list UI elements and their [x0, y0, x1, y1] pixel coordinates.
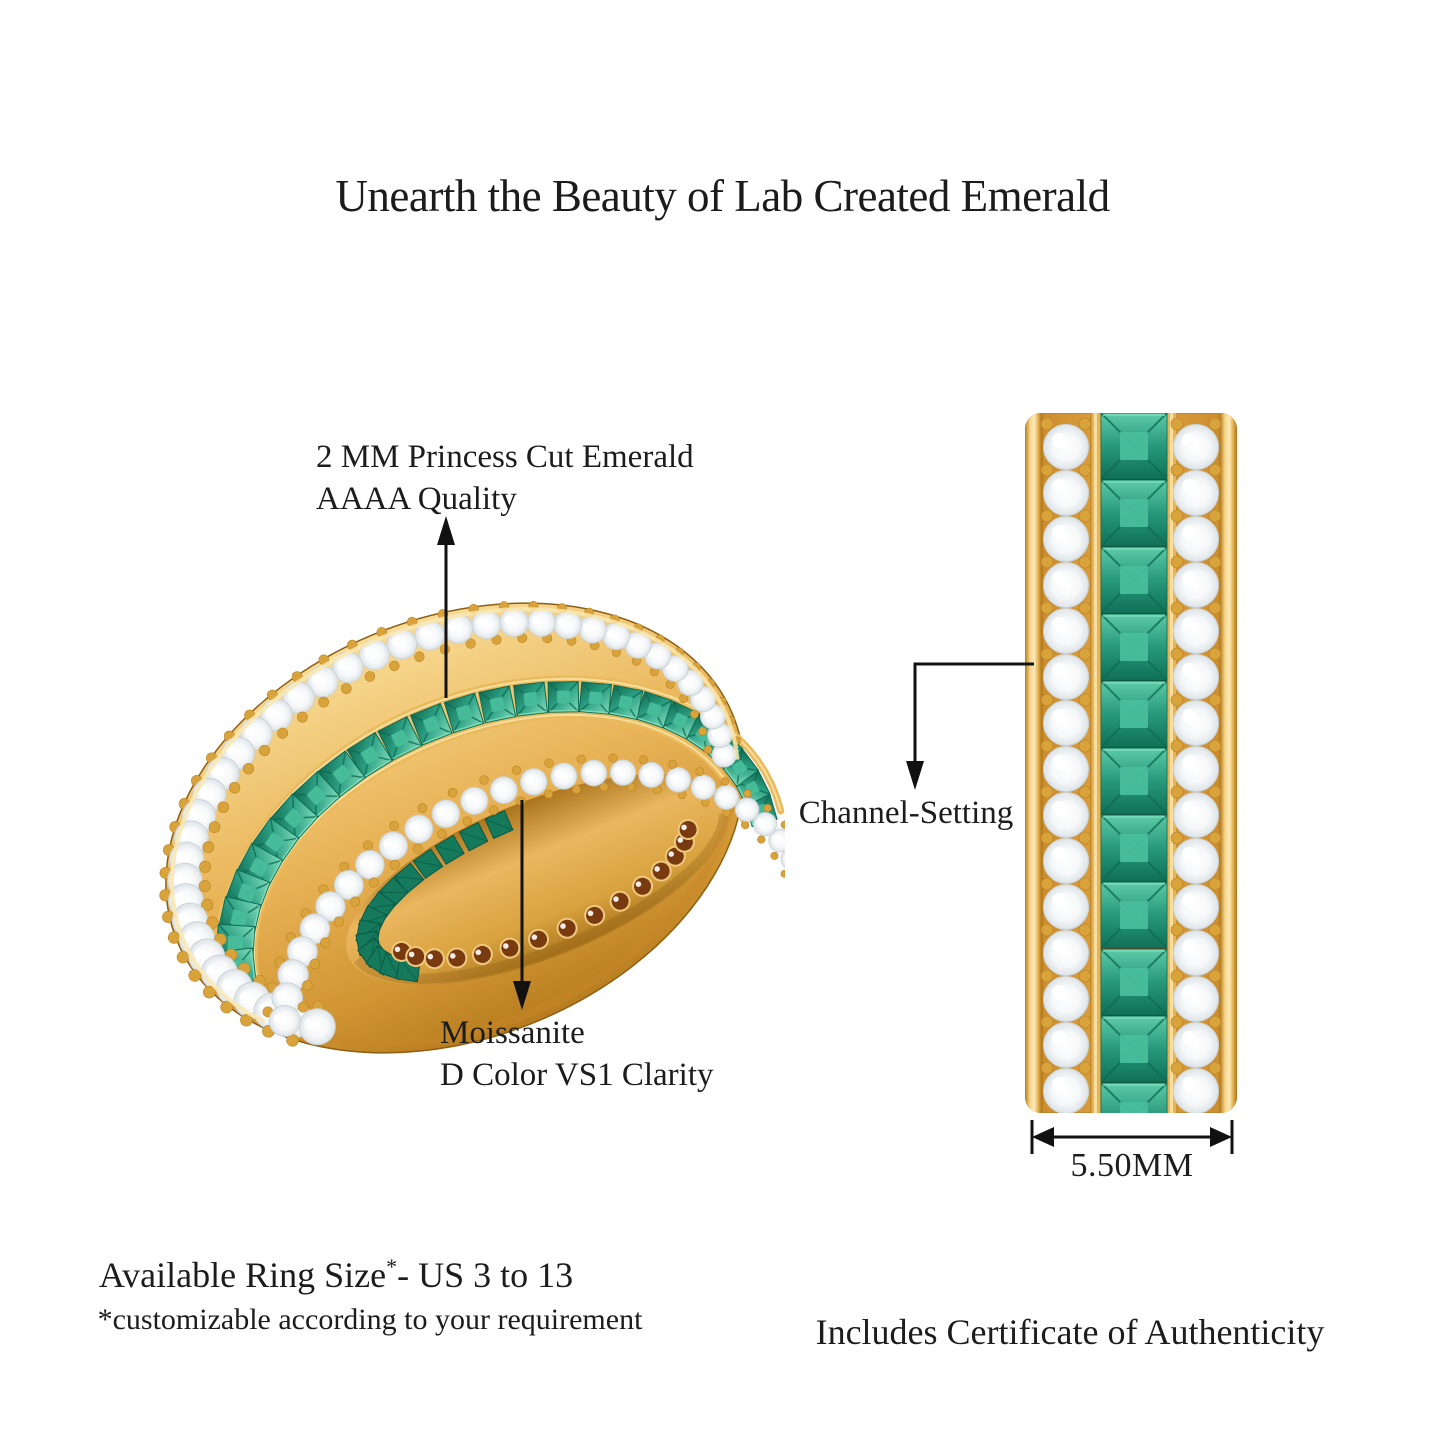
- channel-setting-annotation: Channel-Setting: [798, 795, 1014, 831]
- arrow-right-icon: [1210, 1127, 1232, 1147]
- ring-size-text: Available Ring Size*- US 3 to 13: [58, 1254, 614, 1296]
- ring-size-asterisk: *: [386, 1254, 398, 1279]
- emerald-annotation: 2 MM Princess Cut Emerald AAAA Quality: [316, 436, 694, 520]
- ring-size-tail: - US 3 to 13: [397, 1255, 574, 1295]
- ring-size-note: *customizable according to your requirem…: [97, 1303, 643, 1336]
- callout-line-channel-setting: [913, 662, 1034, 764]
- page-title: Unearth the Beauty of Lab Created Emeral…: [335, 171, 1110, 221]
- arrow-down-icon: [906, 761, 924, 790]
- arrow-left-icon: [1032, 1127, 1054, 1147]
- side-ring-image: [1025, 413, 1237, 1113]
- ring-size-main: Available Ring Size: [98, 1255, 387, 1295]
- certificate-text: Includes Certificate of Authenticity: [815, 1312, 1325, 1352]
- moissanite-annotation: Moissanite D Color VS1 Clarity: [440, 1012, 714, 1096]
- moissanite-annotation-line2: D Color VS1 Clarity: [440, 1057, 714, 1093]
- emerald-annotation-line1: 2 MM Princess Cut Emerald: [316, 439, 694, 475]
- band-width-dimension-label: 5.50MM: [1070, 1147, 1194, 1184]
- emerald-annotation-line2: AAAA Quality: [316, 481, 517, 517]
- moissanite-annotation-line1: Moissanite: [440, 1015, 585, 1051]
- angled-ring-image: [159, 601, 785, 1054]
- arrow-up-icon: [437, 516, 455, 545]
